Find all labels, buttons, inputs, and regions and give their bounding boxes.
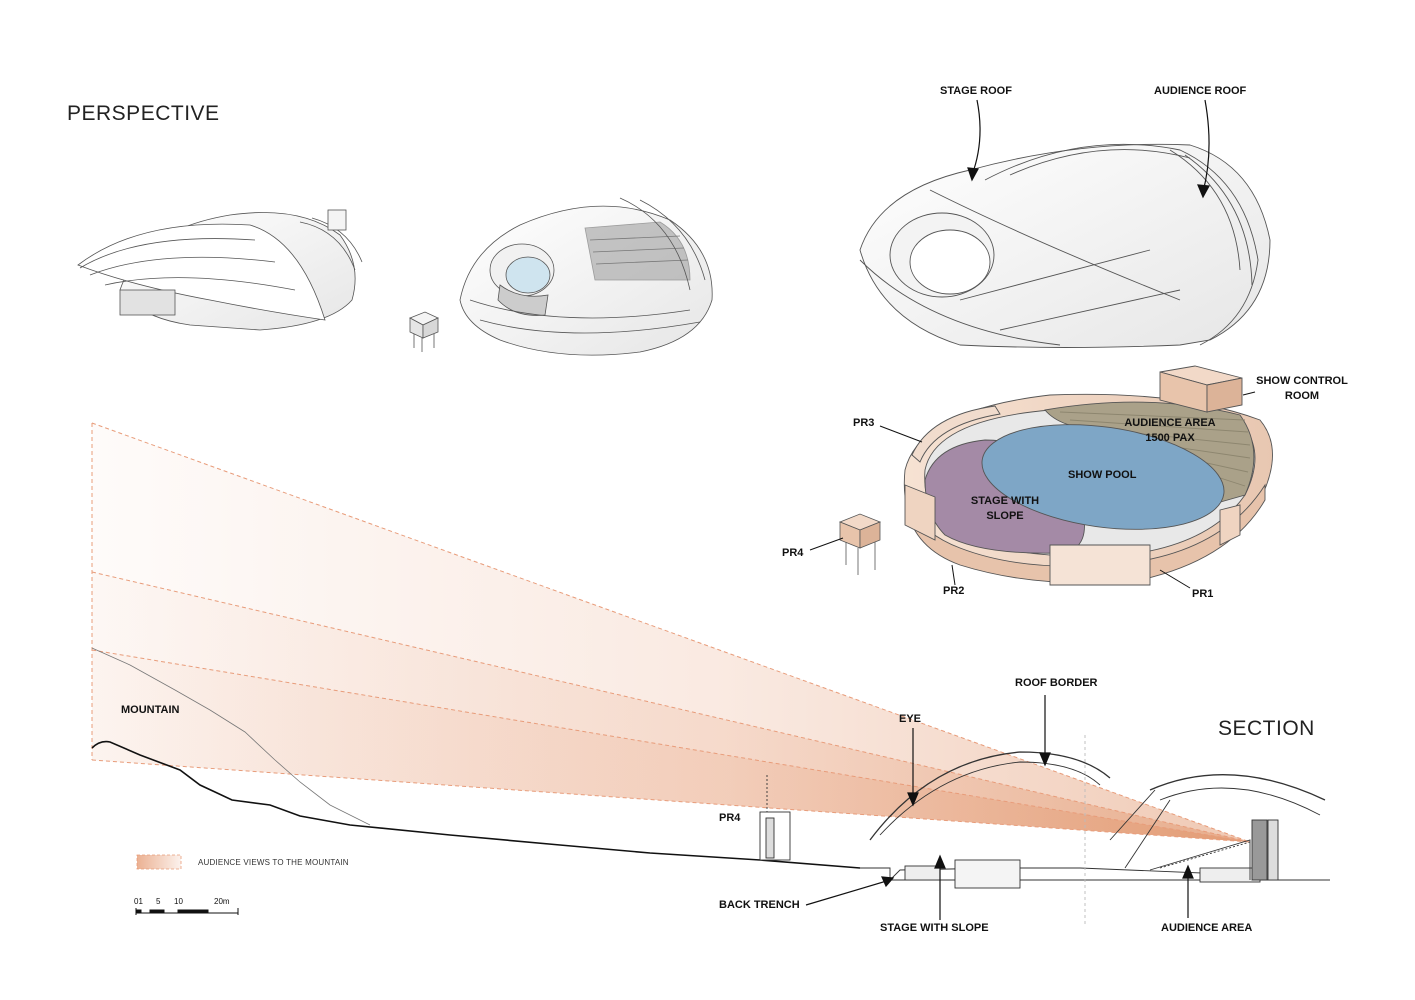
- stage-with-slope-line1: STAGE WITH: [970, 495, 1040, 507]
- pr4-section-label: PR4: [719, 812, 741, 824]
- show-control-room-line1: SHOW CONTROL: [1256, 375, 1348, 387]
- audience-area-section-label: AUDIENCE AREA: [1161, 922, 1253, 934]
- exploded-base: [903, 365, 1273, 586]
- show-control-room-line2: ROOM: [1284, 390, 1320, 402]
- stage-roof-arrow: [967, 99, 981, 182]
- legend-swatch: [136, 854, 182, 870]
- section-arrows: [805, 695, 1194, 920]
- show-control-room-label: SHOW CONTROL ROOM: [1252, 374, 1352, 404]
- audience-view-cones: [91, 422, 1251, 843]
- scale-tick-20m: 20m: [214, 897, 230, 906]
- mountain-label: MOUNTAIN: [121, 704, 180, 716]
- mountain-profile: [91, 647, 861, 869]
- perspective-model-1: [77, 209, 363, 331]
- perspective-heading: PERSPECTIVE: [67, 102, 220, 125]
- scale-tick-1: 01: [134, 897, 143, 906]
- stage-roof-label: STAGE ROOF: [940, 85, 1012, 97]
- back-trench-label: BACK TRENCH: [719, 899, 800, 911]
- building-section: [759, 735, 1330, 925]
- perspective-pr4-tower: [409, 311, 439, 352]
- scale-tick-10: 10: [174, 897, 183, 906]
- audience-area-line2: 1500 PAX: [1145, 432, 1195, 444]
- pr2-label: PR2: [943, 585, 965, 597]
- stage-with-slope-line2: SLOPE: [986, 510, 1024, 522]
- stage-with-slope-section-label: STAGE WITH SLOPE: [880, 922, 989, 934]
- pr4-plan-label: PR4: [782, 547, 804, 559]
- audience-area-capacity-label: AUDIENCE AREA 1500 PAX: [1120, 416, 1220, 446]
- audience-area-line1: AUDIENCE AREA: [1124, 417, 1216, 429]
- scale-bar: [135, 908, 239, 915]
- eye-label: EYE: [899, 713, 922, 725]
- audience-roof-arrow: [1197, 99, 1210, 199]
- perspective-model-2: [459, 197, 713, 356]
- legend-text: AUDIENCE VIEWS TO THE MOUNTAIN: [198, 858, 349, 867]
- roof-border-label: ROOF BORDER: [1015, 677, 1098, 689]
- pr3-label: PR3: [853, 417, 875, 429]
- scale-tick-5: 5: [156, 897, 161, 906]
- plan-leader-lines: [809, 391, 1256, 589]
- stage-with-slope-plan-label: STAGE WITH SLOPE: [955, 494, 1055, 524]
- show-pool-label: SHOW POOL: [1068, 469, 1137, 481]
- audience-roof-label: AUDIENCE ROOF: [1154, 85, 1247, 97]
- section-heading: SECTION: [1218, 717, 1315, 740]
- pr1-label: PR1: [1192, 588, 1214, 600]
- exploded-roof: [859, 143, 1271, 348]
- plan-pr4-tower: [838, 513, 882, 575]
